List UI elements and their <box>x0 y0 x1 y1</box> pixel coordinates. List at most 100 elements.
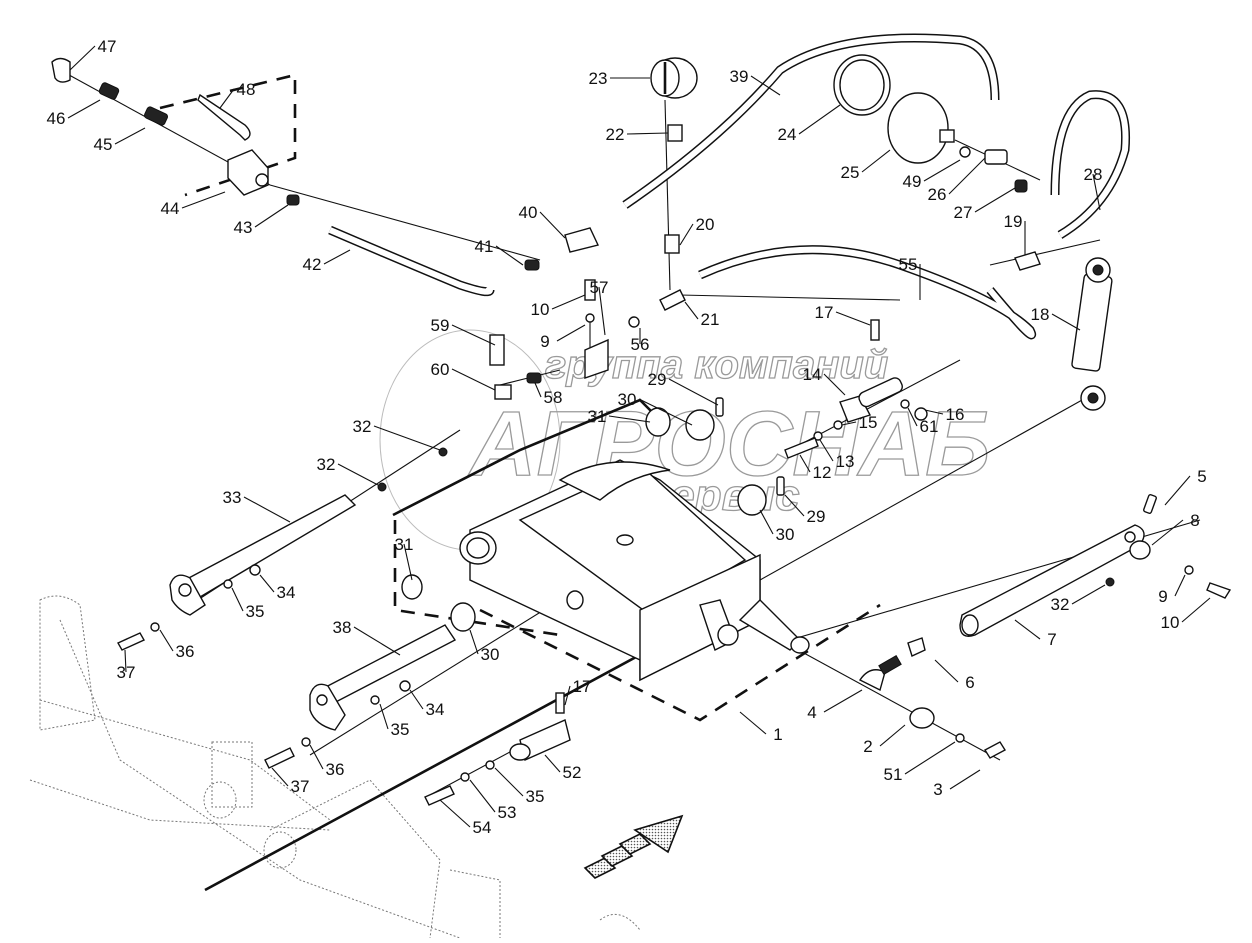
washer-9-a <box>585 313 595 323</box>
valve-44[interactable] <box>227 149 269 196</box>
callout-label-57: 57 <box>590 278 609 297</box>
callout-leader-30 <box>638 398 693 426</box>
callout-leader-37 <box>124 649 127 673</box>
callout-leader-6 <box>934 659 959 683</box>
bolt-3 <box>984 741 1006 759</box>
nut-34-a <box>249 564 261 576</box>
pin-38[interactable] <box>309 624 457 731</box>
callout-label-43: 43 <box>234 218 253 237</box>
callout-label-38: 38 <box>333 618 352 637</box>
callout-leader-7 <box>1014 619 1041 640</box>
callout-leader-25 <box>861 149 891 173</box>
callout-leader-15 <box>841 421 857 426</box>
bracket-valve-group <box>159 73 297 197</box>
callout-label-30: 30 <box>481 645 500 664</box>
callout-label-54: 54 <box>473 818 492 837</box>
callout-label-41: 41 <box>475 237 494 256</box>
callout-leader-31 <box>608 415 651 423</box>
callout-label-59: 59 <box>431 316 450 335</box>
callout-leader-47 <box>69 45 96 71</box>
callout-label-31: 31 <box>395 535 414 554</box>
callout-label-31: 31 <box>588 407 607 426</box>
callout-label-17: 17 <box>815 303 834 322</box>
callout-leader-2 <box>879 724 906 747</box>
fitting-46 <box>98 82 120 100</box>
callout-leader-31 <box>403 543 413 581</box>
callout-label-22: 22 <box>606 125 625 144</box>
callout-label-25: 25 <box>841 163 860 182</box>
callout-leader-20 <box>679 223 694 246</box>
callout-leader-36 <box>159 629 174 652</box>
callout-leader-46 <box>67 99 101 119</box>
nut-16 <box>914 407 928 421</box>
accumulator-25[interactable] <box>887 92 955 164</box>
gauge-23[interactable] <box>650 57 698 99</box>
callout-leader-48 <box>219 88 235 109</box>
callout-leader-10 <box>551 294 586 310</box>
tractor-frame-ghost <box>29 595 641 939</box>
pin-33[interactable] <box>169 494 357 616</box>
callout-leader-3 <box>949 769 981 790</box>
nipple-32-a <box>438 447 448 457</box>
callout-leader-28 <box>1092 173 1101 211</box>
callout-label-7: 7 <box>1047 630 1056 649</box>
bushings <box>401 407 767 632</box>
callout-leader-5 <box>1164 475 1191 506</box>
callout-label-12: 12 <box>813 463 832 482</box>
clamp-24[interactable] <box>833 54 891 116</box>
callout-leader-32 <box>373 425 441 451</box>
washer-35-b <box>370 695 380 705</box>
callout-leader-42 <box>323 249 351 265</box>
callout-leader-21 <box>684 301 699 320</box>
cylinder-18[interactable] <box>1071 257 1113 411</box>
bracket-57 <box>584 338 609 379</box>
forward-direction-arrow <box>583 814 684 879</box>
callout-leader-32 <box>1071 584 1106 605</box>
lift-frame-part-1[interactable] <box>459 459 810 682</box>
callout-leader-22 <box>626 132 669 135</box>
callout-label-32: 32 <box>317 455 336 474</box>
watermark-line2: АГРОСНАБ <box>468 393 990 495</box>
callout-leader-57 <box>598 286 606 336</box>
pin-29-lower <box>776 476 785 496</box>
callout-label-16: 16 <box>946 405 965 424</box>
callout-label-24: 24 <box>778 125 797 144</box>
callout-label-55: 55 <box>899 255 918 274</box>
callout-label-5: 5 <box>1197 467 1206 486</box>
ring-30-lower <box>450 602 476 632</box>
callout-label-52: 52 <box>563 763 582 782</box>
lever-48[interactable] <box>197 93 251 141</box>
callout-leader-54 <box>439 799 471 828</box>
callout-label-32: 32 <box>353 417 372 436</box>
callout-label-53: 53 <box>498 803 517 822</box>
fitting-22[interactable] <box>667 124 683 142</box>
callout-label-20: 20 <box>696 215 715 234</box>
bolt-37-a <box>117 632 145 651</box>
callout-label-15: 15 <box>859 413 878 432</box>
callout-label-45: 45 <box>94 135 113 154</box>
bracket-frame-left <box>393 520 561 637</box>
callout-label-3: 3 <box>933 780 942 799</box>
washer-56 <box>628 316 640 328</box>
callout-leader-17 <box>564 685 571 706</box>
arm-7[interactable] <box>959 524 1145 637</box>
bushing-31-lower <box>401 574 423 600</box>
callout-label-51: 51 <box>884 765 903 784</box>
fitting-43 <box>286 194 300 206</box>
pin-8 <box>1129 540 1151 560</box>
pin-29-upper <box>715 397 724 417</box>
bolt-10-b <box>1206 582 1232 599</box>
callout-leader-43 <box>254 204 289 228</box>
callout-label-42: 42 <box>303 255 322 274</box>
callout-leader-40 <box>539 211 566 239</box>
callout-leader-61 <box>907 407 918 427</box>
callout-leader-35 <box>379 703 389 730</box>
callout-label-4: 4 <box>807 703 816 722</box>
hoses <box>328 33 1131 340</box>
callout-leaders <box>67 45 1211 828</box>
small-fittings <box>51 57 1232 806</box>
callout-label-29: 29 <box>807 507 826 526</box>
callout-label-36: 36 <box>176 642 195 661</box>
callout-label-39: 39 <box>730 67 749 86</box>
